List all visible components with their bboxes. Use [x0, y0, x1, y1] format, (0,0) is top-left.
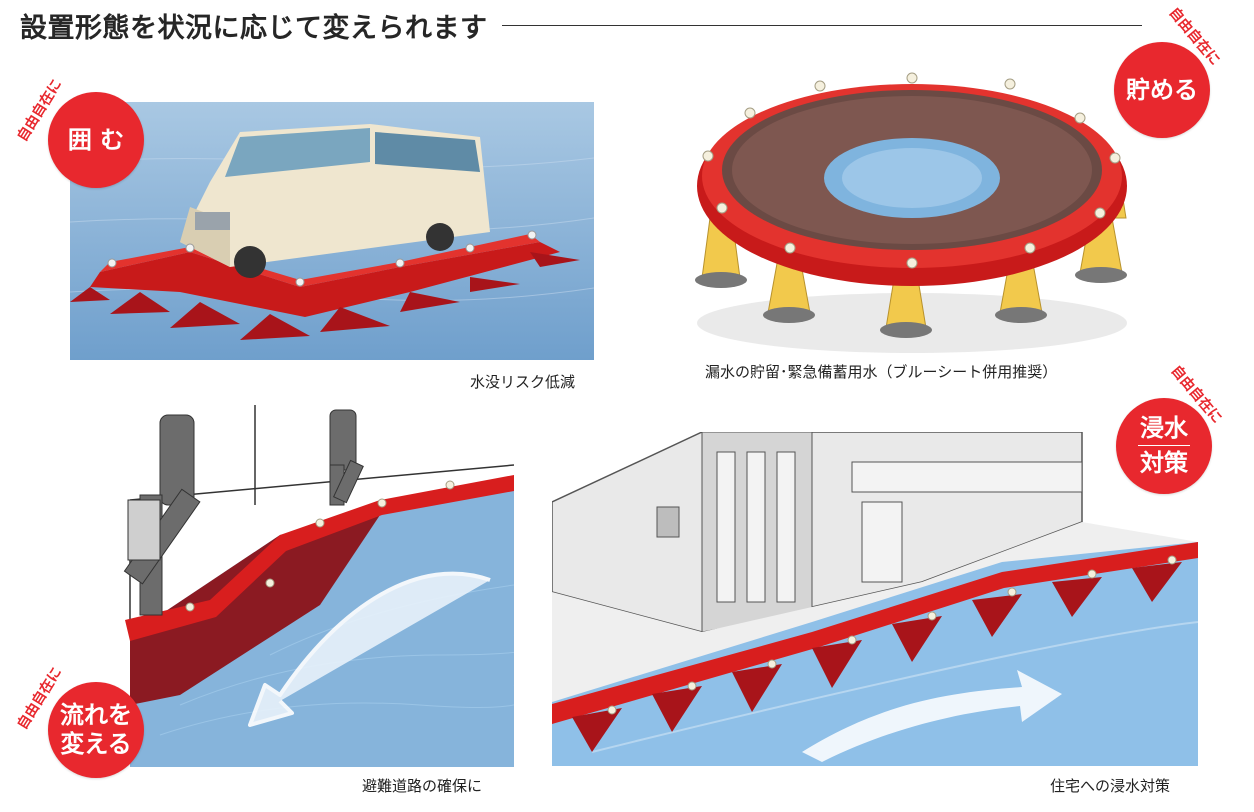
caption-flood: 住宅への浸水対策: [1050, 777, 1171, 795]
title-divider: [501, 25, 1142, 26]
badge-redirect-label-1: 流れを: [60, 701, 132, 729]
badge-flood-label-1: 浸水: [1140, 414, 1188, 442]
caption-surround: 水没リスク低減: [470, 373, 576, 391]
caption-redirect: 避難道路の確保に: [362, 777, 483, 795]
badge-redirect: 流れを 変える: [48, 682, 144, 778]
badge-flood-divider: [1138, 445, 1190, 446]
flood-illustration: [552, 432, 1198, 766]
badge-surround-label: 囲 む: [67, 125, 125, 154]
flow-arrow-icon: [802, 670, 1062, 762]
store-illustration: [660, 58, 1160, 358]
badge-flood-label-2: 対策: [1140, 449, 1188, 477]
curved-flow-arrow-icon: [248, 571, 491, 727]
surround-illustration: [70, 102, 594, 360]
badge-redirect-label-2: 変える: [60, 730, 132, 758]
caption-store: 漏水の貯留･緊急備蓄用水（ブルーシート併用推奨）: [705, 363, 1058, 381]
badge-flood: 浸水 対策: [1116, 398, 1212, 494]
page-header: 設置形態を状況に応じて変えられます: [20, 6, 1142, 45]
badge-store-label: 貯める: [1126, 75, 1198, 104]
page-title: 設置形態を状況に応じて変えられます: [20, 13, 488, 44]
badge-store: 貯める: [1114, 42, 1210, 138]
redirect-illustration: [120, 405, 514, 767]
badge-surround: 囲 む: [48, 92, 144, 188]
